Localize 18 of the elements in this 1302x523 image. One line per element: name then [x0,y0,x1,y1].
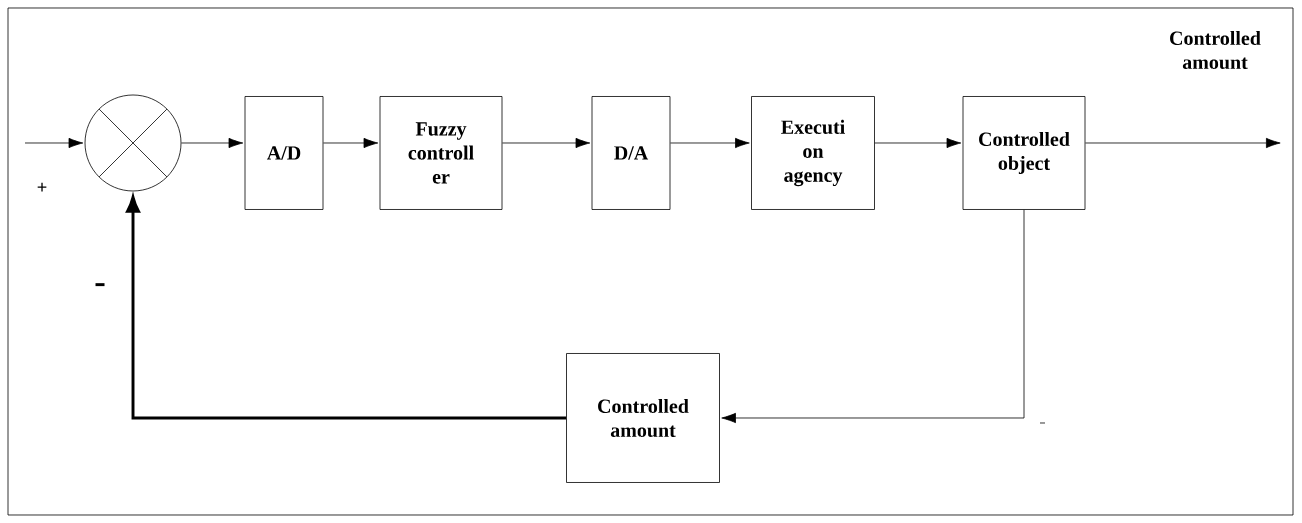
sign-label: + [37,182,47,192]
block-box: Fuzzy controll er [379,96,503,210]
block-box: Controlled object [962,96,1086,210]
block-box: Controlled amount [566,353,720,483]
arrow [181,137,244,149]
arrow [1085,137,1281,149]
summing-junction [84,94,182,192]
arrow [323,137,379,149]
sign-label: - [95,283,105,287]
block-box: A/D [244,96,324,210]
arrow [502,137,591,149]
output-label: Controlled amount [1170,30,1261,70]
arrow [24,137,84,149]
block-box: D/A [591,96,671,210]
block-box: Executi on agency [751,96,875,210]
arrow [670,137,750,149]
arrow [721,209,1025,424]
arrow [874,137,962,149]
